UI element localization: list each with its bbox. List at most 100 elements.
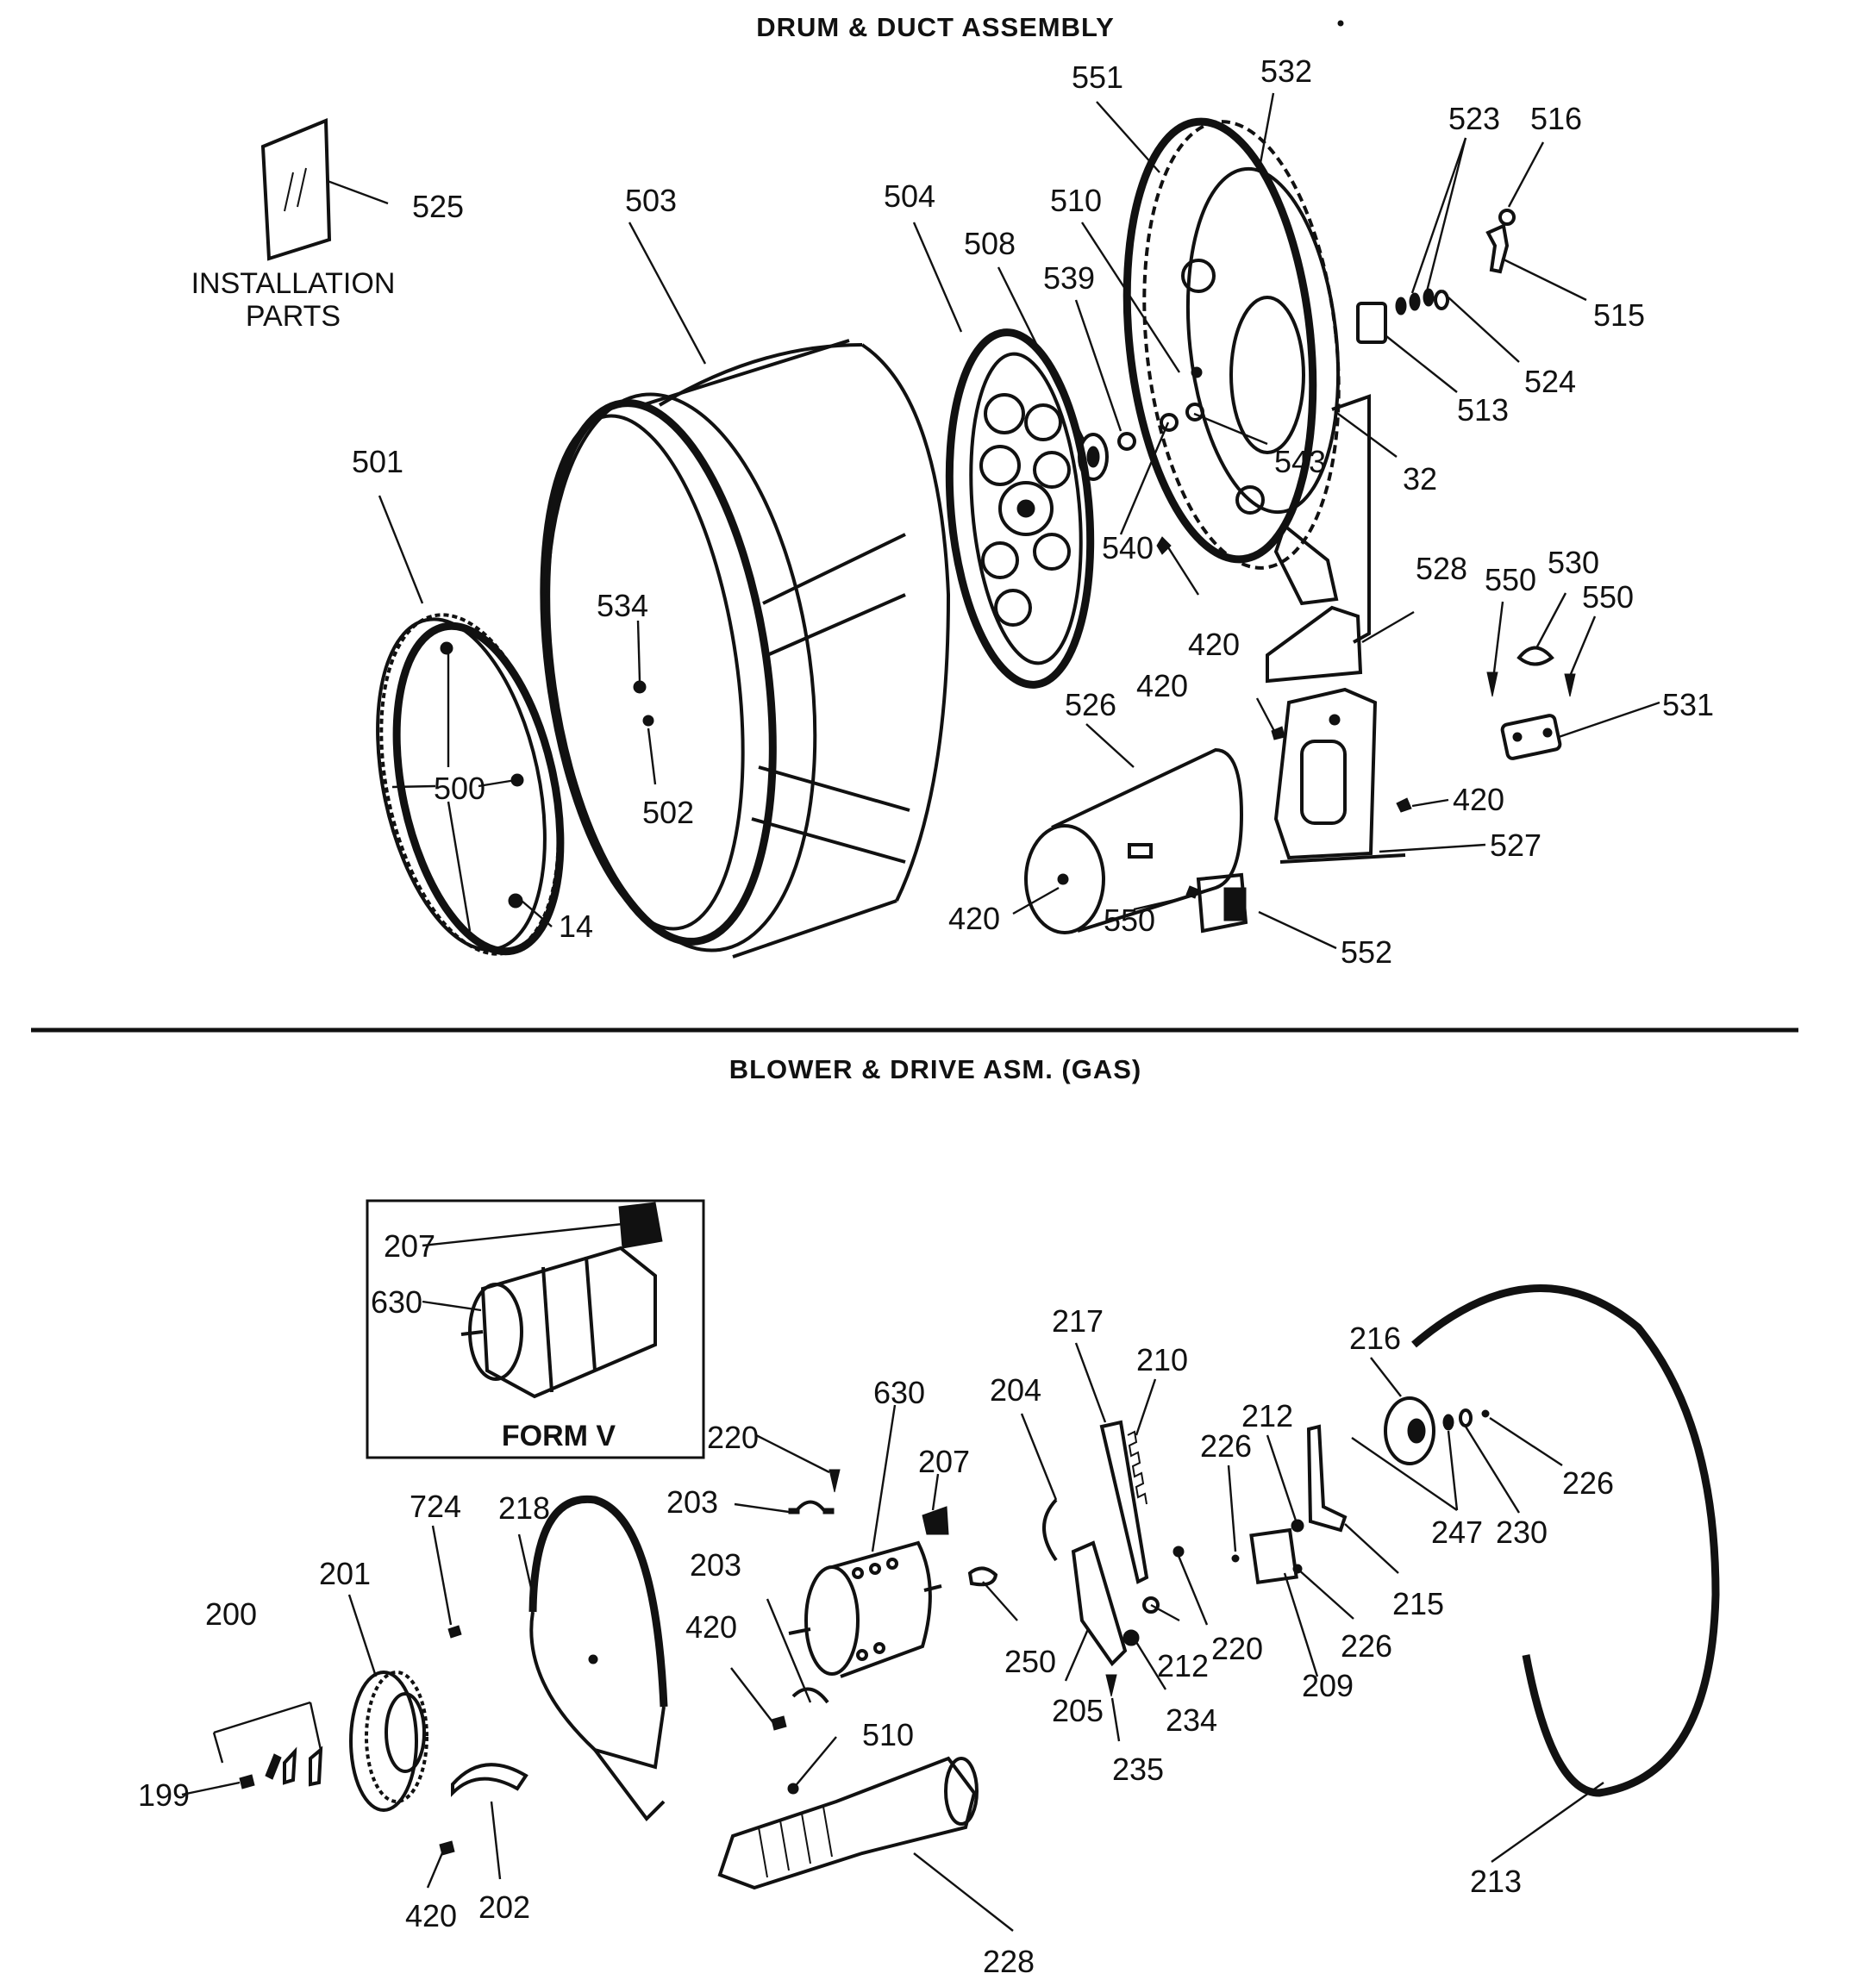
label-524: 524 xyxy=(1524,364,1576,399)
form-v-caption: FORM V xyxy=(502,1420,616,1452)
label-532: 532 xyxy=(1260,53,1312,89)
dryer-drum xyxy=(540,339,951,959)
form-v-inset-box xyxy=(366,1199,705,1459)
clip-204 xyxy=(1042,1498,1058,1562)
connector-block xyxy=(1196,872,1248,934)
label-201: 201 xyxy=(319,1556,371,1591)
label-420-c: 420 xyxy=(1453,782,1504,817)
installation-parts-envelope xyxy=(260,118,389,261)
label-515: 515 xyxy=(1593,297,1645,333)
label-420-f: 420 xyxy=(405,1898,457,1933)
label-205: 205 xyxy=(1052,1693,1104,1728)
label-199: 199 xyxy=(138,1777,190,1813)
label-247: 247 xyxy=(1431,1514,1483,1550)
label-551: 551 xyxy=(1072,59,1123,95)
label-200: 200 xyxy=(205,1596,257,1632)
screws-bottom xyxy=(239,1408,1490,1856)
label-228: 228 xyxy=(983,1944,1035,1979)
idler-pulley xyxy=(1384,1396,1435,1465)
blower-housing xyxy=(528,1495,668,1822)
label-502: 502 xyxy=(642,795,694,830)
label-630: 630 xyxy=(873,1375,925,1410)
label-420-e: 420 xyxy=(685,1609,737,1645)
exhaust-duct xyxy=(717,1756,979,1890)
drum-leader-lines xyxy=(378,92,1660,950)
drum-section-title: DRUM & DUCT ASSEMBLY xyxy=(756,12,1115,42)
motor-switch xyxy=(922,1506,949,1535)
bearing-parts xyxy=(1078,432,1136,481)
label-526: 526 xyxy=(1065,687,1116,722)
label-213: 213 xyxy=(1470,1864,1522,1899)
drive-motor xyxy=(788,1540,942,1678)
idler-small-parts xyxy=(1356,209,1516,344)
label-508: 508 xyxy=(964,226,1016,261)
label-234: 234 xyxy=(1166,1702,1217,1738)
label-212-a: 212 xyxy=(1241,1398,1293,1433)
label-218: 218 xyxy=(498,1490,550,1526)
drive-belt xyxy=(1411,1284,1720,1797)
part-202 xyxy=(451,1763,528,1797)
label-215: 215 xyxy=(1392,1586,1444,1621)
label-550-c: 550 xyxy=(1104,902,1155,938)
label-552: 552 xyxy=(1341,934,1392,970)
label-530: 530 xyxy=(1548,545,1599,580)
label-226-c: 226 xyxy=(1341,1628,1392,1664)
thermostats xyxy=(1500,646,1562,760)
bracket-205 xyxy=(1071,1540,1128,1667)
label-528: 528 xyxy=(1416,551,1467,586)
drum-back xyxy=(945,328,1095,689)
front-drum-seal xyxy=(376,613,565,956)
label-209: 209 xyxy=(1302,1668,1354,1703)
label-32: 32 xyxy=(1403,461,1437,496)
installation-label-line2: PARTS xyxy=(246,300,341,333)
spring-210 xyxy=(1127,1430,1147,1505)
label-500: 500 xyxy=(434,771,485,806)
label-226-a: 226 xyxy=(1200,1428,1252,1464)
label-207: 207 xyxy=(918,1444,970,1479)
label-525: 525 xyxy=(412,189,464,224)
label-202: 202 xyxy=(478,1889,530,1925)
blower-wheel xyxy=(349,1671,428,1812)
label-216: 216 xyxy=(1349,1321,1401,1356)
label-540: 540 xyxy=(1102,530,1154,565)
label-212-b: 212 xyxy=(1157,1648,1209,1683)
label-630-inset: 630 xyxy=(371,1284,422,1320)
label-220-a: 220 xyxy=(707,1420,759,1455)
idler-arm-217 xyxy=(1099,1420,1149,1584)
label-523: 523 xyxy=(1448,101,1500,136)
label-217: 217 xyxy=(1052,1303,1104,1339)
label-510-bottom: 510 xyxy=(862,1717,914,1752)
plate-209 xyxy=(1249,1527,1298,1585)
rear-bulkhead xyxy=(1122,117,1341,606)
label-420-d: 420 xyxy=(948,901,1000,936)
label-14: 14 xyxy=(559,909,593,944)
label-724: 724 xyxy=(410,1489,461,1524)
label-220-b: 220 xyxy=(1211,1631,1263,1666)
label-420-a: 420 xyxy=(1188,627,1240,662)
label-534: 534 xyxy=(597,588,648,623)
label-550-a: 550 xyxy=(1485,562,1536,597)
label-513: 513 xyxy=(1457,392,1509,428)
blower-section-title: BLOWER & DRIVE ASM. (GAS) xyxy=(729,1054,1142,1084)
label-420-b: 420 xyxy=(1136,668,1188,703)
label-543: 543 xyxy=(1274,444,1326,479)
bracket-group-200 xyxy=(212,1701,323,1787)
label-527: 527 xyxy=(1490,828,1541,863)
label-503: 503 xyxy=(625,183,677,218)
label-516: 516 xyxy=(1530,101,1582,136)
label-550-b: 550 xyxy=(1582,579,1634,615)
label-531: 531 xyxy=(1662,687,1714,722)
label-539: 539 xyxy=(1043,260,1095,296)
form-v-motor xyxy=(460,1202,663,1399)
label-235: 235 xyxy=(1112,1752,1164,1787)
label-207-inset: 207 xyxy=(384,1228,435,1264)
label-510-top: 510 xyxy=(1050,183,1102,218)
blower-leader-lines xyxy=(181,1222,1604,1932)
screws-top xyxy=(1156,536,1576,899)
label-210: 210 xyxy=(1136,1342,1188,1377)
dot-mark xyxy=(1337,20,1344,27)
label-203-a: 203 xyxy=(666,1484,718,1520)
label-204: 204 xyxy=(990,1372,1041,1408)
part-250-shape xyxy=(967,1566,998,1587)
